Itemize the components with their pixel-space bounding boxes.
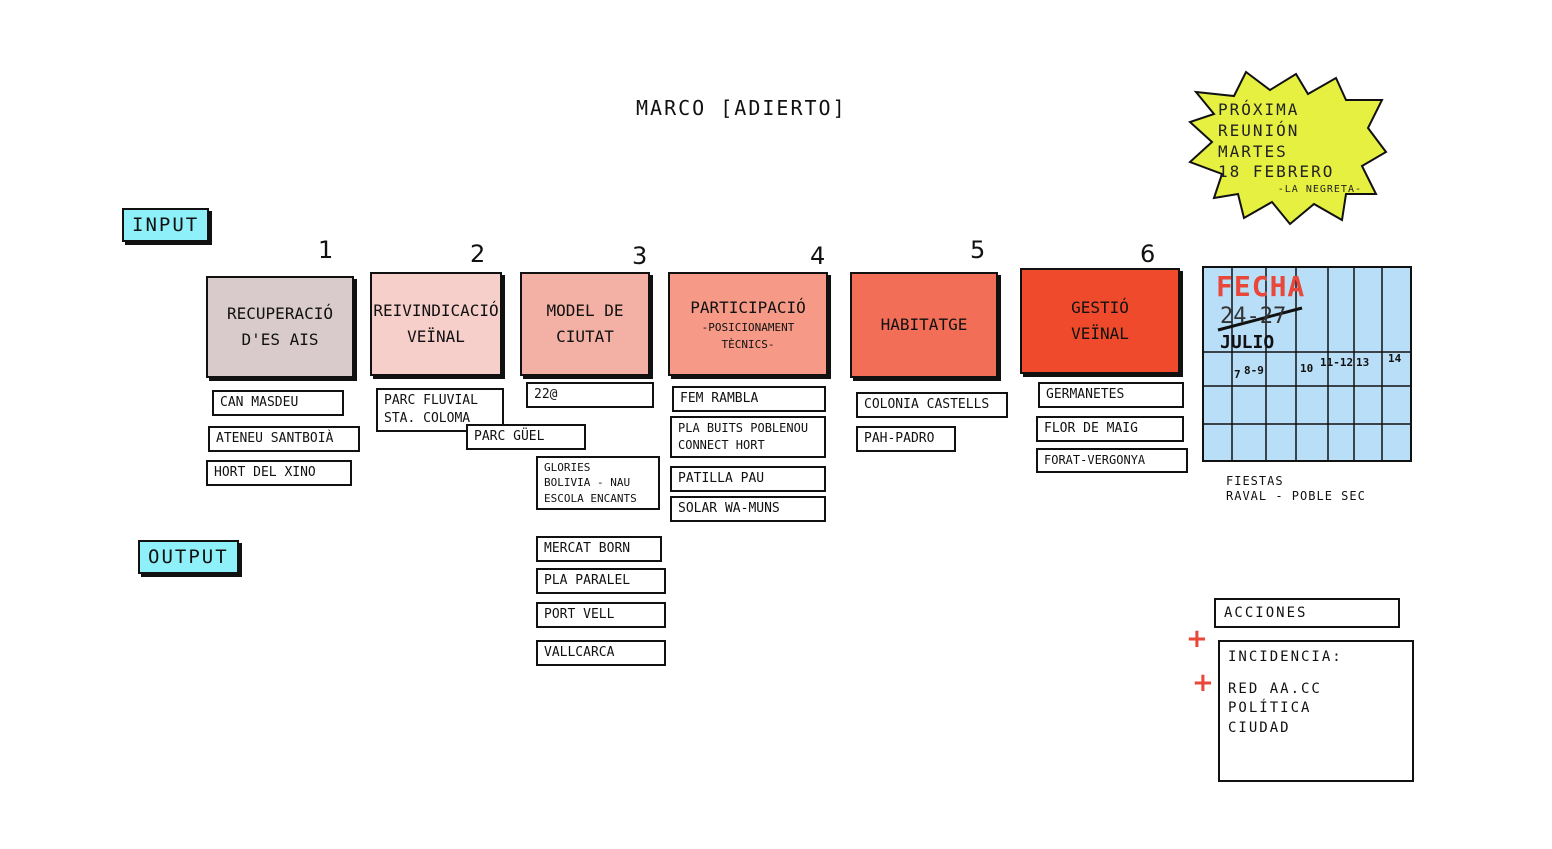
- calendar-card: FECHA 24-27 JULIO 7 8-9 10 11-12 13 14: [1202, 266, 1412, 462]
- category-sub-4: -POSICIONAMENT TÈCNICS-: [701, 321, 795, 351]
- category-label-3: MODEL DE CIUTAT: [546, 301, 624, 346]
- page-title: MARCO [ADIERTO]: [636, 96, 847, 120]
- add-incidence-icon[interactable]: +: [1192, 668, 1214, 698]
- project-item: VALLCARCA: [536, 640, 666, 667]
- project-item: 22@: [526, 382, 654, 409]
- next-meeting-line: PRÓXIMA: [1218, 100, 1300, 119]
- next-meeting-line: REUNIÓN: [1218, 120, 1300, 140]
- project-item: MERCAT BORN: [536, 536, 662, 563]
- category-number-4: 4: [810, 242, 826, 270]
- calendar-caption: FIESTAS RAVAL - POBLE SEC: [1226, 474, 1366, 503]
- output-tag: OUTPUT: [138, 540, 239, 574]
- calendar-day: 14: [1388, 352, 1402, 365]
- category-label-4: PARTICIPACIÓ: [690, 297, 806, 317]
- category-number-2: 2: [470, 240, 486, 268]
- project-item: GERMANETES: [1038, 382, 1184, 409]
- calendar-title: FECHA: [1216, 270, 1306, 303]
- burst-shape: [1188, 70, 1388, 226]
- category-card-1: RECUPERACIÓ D'ES AIS: [206, 276, 354, 378]
- calendar-day: 7: [1234, 368, 1241, 381]
- calendar-day: 11-12: [1320, 356, 1354, 369]
- project-item: PLA PARALEL: [536, 568, 666, 595]
- category-card-6: GESTIÓ VEÏNAL: [1020, 268, 1180, 374]
- next-meeting-place: -LA NEGRETA-: [1277, 184, 1362, 196]
- incidence-box[interactable]: INCIDENCIA: RED AA.CC POLÍTICA CIUDAD: [1218, 640, 1414, 782]
- project-item: CAN MASDEU: [212, 390, 344, 417]
- add-action-icon[interactable]: +: [1186, 624, 1208, 654]
- next-meeting-line: MARTES: [1218, 141, 1288, 161]
- project-item: PATILLA PAU: [670, 466, 826, 493]
- project-item: PARC FLUVIAL STA. COLOMA: [376, 388, 504, 433]
- category-card-2: REIVINDICACIÓ VEÏNAL: [370, 272, 502, 376]
- project-item: FORAT-VERGONYA: [1036, 448, 1188, 473]
- incidence-body: RED AA.CC POLÍTICA CIUDAD: [1228, 680, 1322, 736]
- project-item: COLONIA CASTELLS: [856, 392, 1008, 419]
- category-label-6: GESTIÓ VEÏNAL: [1071, 298, 1129, 343]
- project-item: PLA BUITS POBLENOU CONNECT HORT: [670, 416, 826, 458]
- calendar-day: 10: [1300, 362, 1314, 375]
- category-card-3: MODEL DE CIUTAT: [520, 272, 650, 376]
- category-number-3: 3: [632, 242, 648, 270]
- project-item: FLOR DE MAIG: [1036, 416, 1184, 443]
- category-label-1: RECUPERACIÓ D'ES AIS: [227, 304, 333, 349]
- calendar-grid: [1204, 268, 1410, 460]
- calendar-month: JULIO: [1220, 332, 1275, 353]
- category-card-5: HABITATGE: [850, 272, 998, 378]
- project-item: GLORIES BOLIVIA - NAU ESCOLA ENCANTS: [536, 456, 660, 511]
- project-item: FEM RAMBLA: [672, 386, 826, 413]
- calendar-day: 8-9: [1244, 364, 1264, 377]
- project-item: PORT VELL: [536, 602, 666, 629]
- project-item: PAH-PADRO: [856, 426, 956, 453]
- project-item: ATENEU SANTBOIÀ: [208, 426, 360, 453]
- incidence-label: INCIDENCIA:: [1228, 649, 1343, 665]
- category-number-6: 6: [1140, 240, 1156, 268]
- calendar-day: 13: [1356, 356, 1370, 369]
- category-number-5: 5: [970, 236, 986, 264]
- actions-box[interactable]: ACCIONES: [1214, 598, 1400, 628]
- project-item: SOLAR WA-MUNS: [670, 496, 826, 523]
- category-label-2: REIVINDICACIÓ VEÏNAL: [373, 301, 499, 346]
- project-item: PARC GÜEL: [466, 424, 586, 451]
- category-label-5: HABITATGE: [880, 315, 968, 335]
- next-meeting-burst: [1188, 70, 1388, 226]
- input-tag: INPUT: [122, 208, 210, 242]
- category-number-1: 1: [318, 236, 334, 264]
- calendar-struck-date: 24-27: [1220, 304, 1287, 329]
- project-item: HORT DEL XINO: [206, 460, 352, 487]
- next-meeting-line: 18 FEBRERO: [1218, 162, 1335, 182]
- category-card-4: PARTICIPACIÓ -POSICIONAMENT TÈCNICS-: [668, 272, 828, 376]
- next-meeting-text: PRÓXIMA REUNIÓN MARTES 18 FEBRERO -LA NE…: [1218, 100, 1368, 196]
